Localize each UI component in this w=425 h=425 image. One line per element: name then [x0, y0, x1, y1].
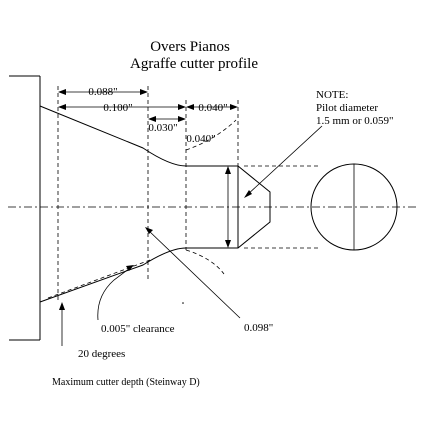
marker-dot [182, 302, 184, 304]
title: Overs Pianos [150, 39, 230, 55]
pilot-end-view [310, 163, 398, 251]
cutter-profile-outline [39, 105, 271, 303]
clearance-line [47, 259, 151, 299]
dim-0098-label: 0.098" [244, 322, 273, 334]
top-radius-arc [185, 119, 237, 151]
dim-0088-label: 0.088" [88, 86, 117, 98]
top-dimensions [57, 86, 239, 300]
max-depth-label: Maximum cutter depth (Steinway D) [52, 377, 200, 388]
pilot-diameter-dimension [225, 166, 231, 248]
dim-0040-top-label: 0.040" [198, 102, 227, 114]
subtitle: Agraffe cutter profile [130, 56, 258, 72]
note-heading: NOTE: [316, 89, 348, 101]
angle-label: 20 degrees [78, 348, 125, 360]
clearance-label: 0.005" clearance [101, 323, 175, 335]
dim-0030-label: 0.030" [148, 122, 177, 134]
pilot-extension-lines [244, 165, 318, 249]
bottom-radius-arc [185, 249, 225, 275]
note-line2: 1.5 mm or 0.059" [316, 115, 394, 127]
dim-0040-mid-label: 0.040" [186, 133, 215, 145]
cutter-shank [9, 75, 41, 341]
note-line1: Pilot diameter [316, 102, 378, 114]
leader-lines [59, 125, 323, 346]
dim-0100-label: 0.100" [103, 102, 132, 114]
